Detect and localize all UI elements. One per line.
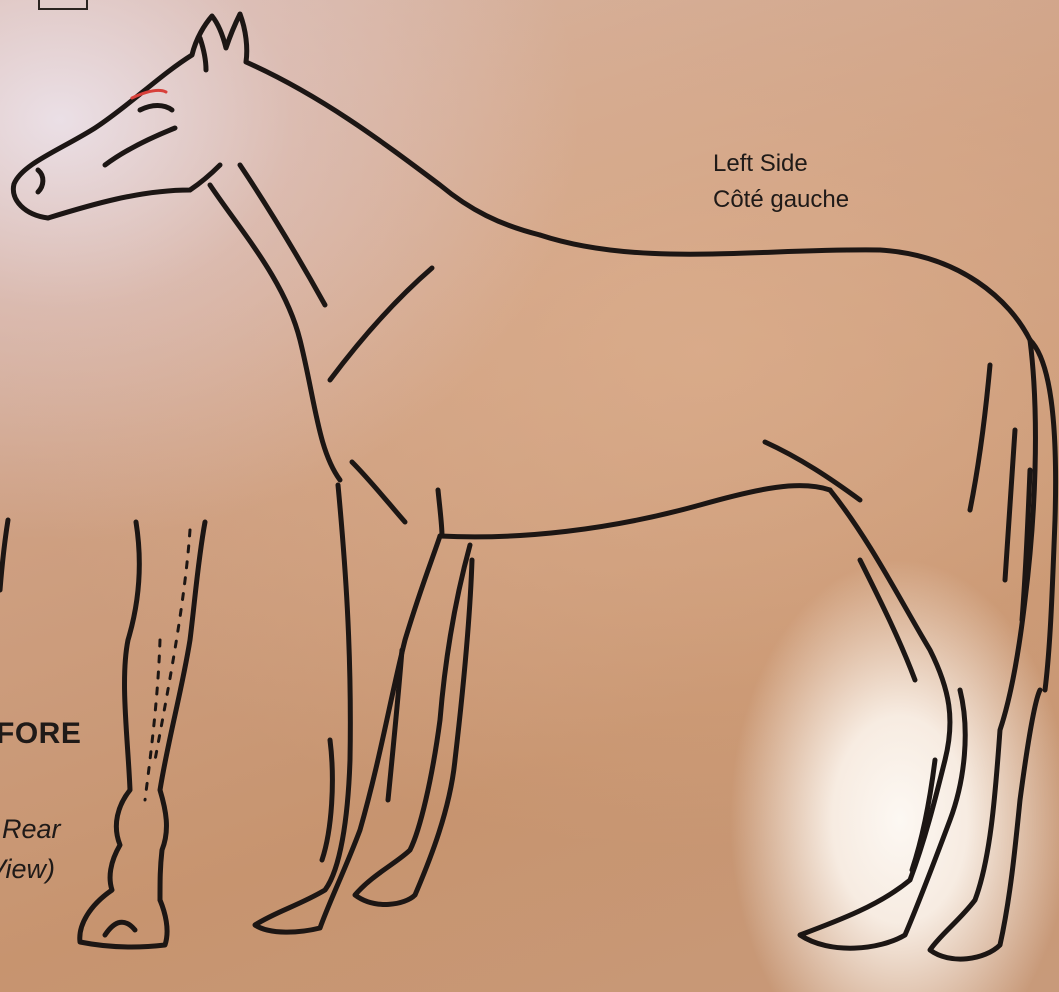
fore-label: FORE <box>0 717 81 751</box>
rear-view-label-line2: View) <box>0 854 55 885</box>
rear-view-label-line1: Rear <box>2 814 61 845</box>
horse-shoulder-line <box>330 268 432 380</box>
horse-belly-outline <box>440 486 830 537</box>
rear-view-leg-right-outline <box>160 522 205 900</box>
horse-tail-strand-3 <box>1022 470 1030 620</box>
horse-jaw-outline <box>48 165 220 218</box>
horse-brow-line <box>105 128 175 165</box>
corner-checkbox-partial <box>38 0 88 10</box>
horse-head-outline <box>13 14 540 235</box>
horse-front-leg-near <box>255 485 440 932</box>
horse-throat-outline <box>210 185 340 480</box>
rear-view-dashed-line-2 <box>145 640 160 800</box>
horse-tail-strand-2 <box>1005 430 1015 580</box>
left-side-label: Left Side <box>713 150 808 178</box>
horse-neck-crease <box>240 165 325 305</box>
horse-hind-leg-near <box>800 490 965 948</box>
horse-tail-strand <box>970 365 990 510</box>
horse-back-outline <box>540 235 1030 340</box>
horse-nostril <box>38 170 43 192</box>
face-marking-red <box>132 90 166 98</box>
horse-elbow-line <box>352 462 405 522</box>
partial-leg-left-edge <box>0 520 8 590</box>
rear-view-hoof-cleft <box>105 922 135 935</box>
horse-flank-line <box>765 442 860 500</box>
horse-front-tendon <box>438 490 442 536</box>
horse-front-cannon-line <box>322 740 332 860</box>
rear-view-leg-left-outline <box>80 522 167 947</box>
cote-gauche-label: Côté gauche <box>713 186 849 214</box>
horse-ear-line <box>200 38 206 70</box>
horse-eye <box>140 106 172 111</box>
horse-front-leg-far <box>355 545 472 904</box>
